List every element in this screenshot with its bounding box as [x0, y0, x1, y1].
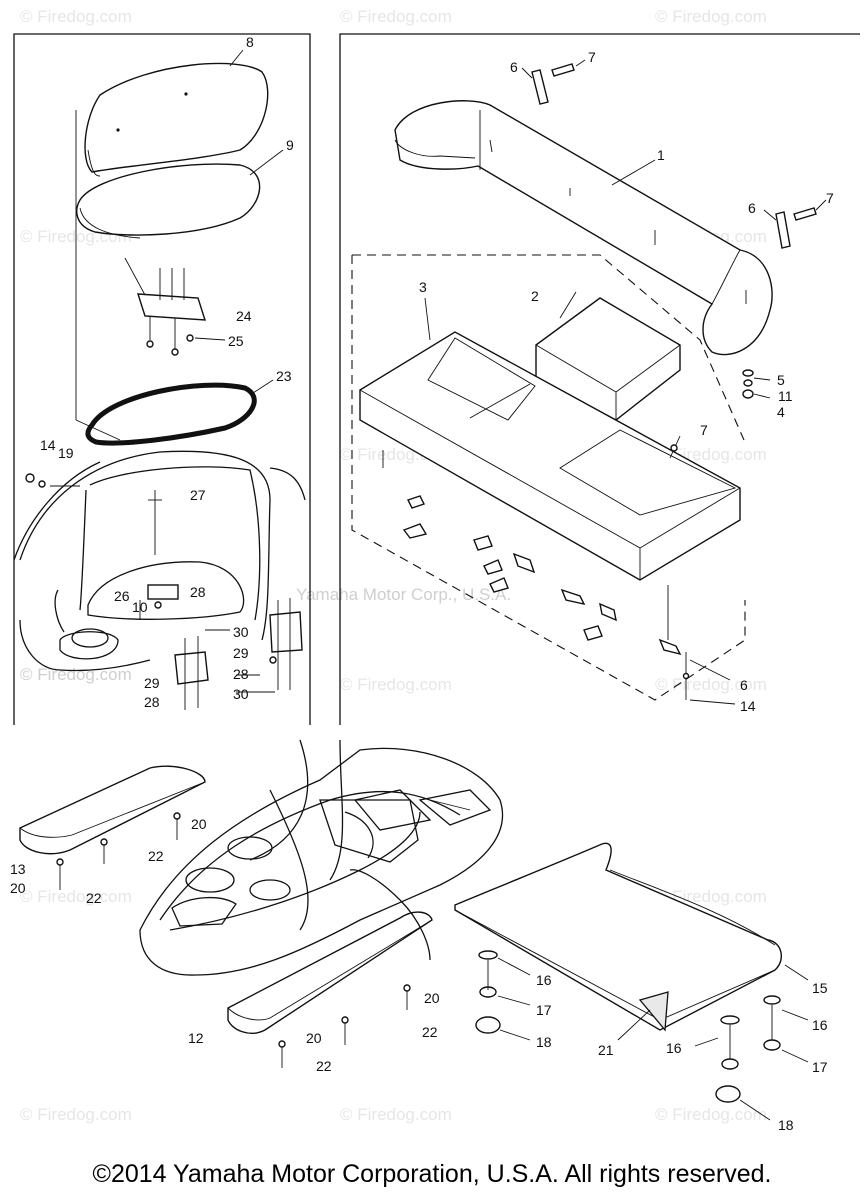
callout-14: 14 [740, 698, 756, 714]
watermark: © Firedog.com [340, 1105, 452, 1124]
center-mark: Yamaha Motor Corp., U.S.A. [296, 585, 511, 604]
watermark: © Firedog.com [655, 675, 767, 694]
callout-30: 30 [233, 686, 249, 702]
watermark: © Firedog.com [20, 7, 132, 26]
watermark: © Firedog.com [20, 887, 132, 906]
callout-13: 13 [10, 861, 26, 877]
watermark: © Firedog.com [655, 1105, 767, 1124]
callout-4: 4 [777, 404, 785, 420]
callout-17: 17 [536, 1002, 552, 1018]
panel-frame [13, 33, 311, 725]
clip-group [402, 495, 682, 656]
side-pad-part-12 [227, 911, 433, 1034]
callout-20: 20 [306, 1030, 322, 1046]
callout-21: 21 [598, 1042, 614, 1058]
watermark: © Firedog.com [20, 1105, 132, 1124]
panel-bottom [19, 739, 809, 1121]
callout-28: 28 [190, 584, 206, 600]
callout-2: 2 [531, 288, 539, 304]
callout-17: 17 [812, 1059, 828, 1075]
mat-part-15 [454, 842, 783, 1031]
callout-3: 3 [419, 279, 427, 295]
copyright-notice: ©2014 Yamaha Motor Corporation, U.S.A. A… [92, 1160, 772, 1188]
callout-29: 29 [233, 645, 249, 661]
callout-22: 22 [422, 1024, 438, 1040]
callout-6: 6 [748, 200, 756, 216]
watermark: © Firedog.com [340, 7, 452, 26]
callout-labels: 8 9 24 25 23 14 19 27 26 28 10 30 29 28 … [10, 34, 834, 1133]
backrest-part-8 [84, 62, 269, 173]
callout-16: 16 [536, 972, 552, 988]
callout-7: 7 [700, 422, 708, 438]
callout-22: 22 [148, 848, 164, 864]
callout-5: 5 [777, 372, 785, 388]
panel-frame [339, 33, 860, 725]
callout-25: 25 [228, 333, 244, 349]
callout-14: 14 [40, 437, 56, 453]
callout-20: 20 [191, 816, 207, 832]
callout-16: 16 [812, 1017, 828, 1033]
callout-23: 23 [276, 368, 292, 384]
callout-27: 27 [190, 487, 206, 503]
panel-top-left [13, 33, 311, 725]
callout-16: 16 [666, 1040, 682, 1056]
callout-12: 12 [188, 1030, 204, 1046]
callout-8: 8 [246, 34, 254, 50]
callout-20: 20 [10, 880, 26, 896]
seat-cushion-part-9 [76, 163, 261, 236]
callout-9: 9 [286, 137, 294, 153]
callout-10: 10 [132, 599, 148, 615]
watermark: © Firedog.com [655, 7, 767, 26]
callout-30: 30 [233, 624, 249, 640]
callout-26: 26 [114, 588, 130, 604]
watermark: © Firedog.com [20, 665, 132, 684]
callout-15: 15 [812, 980, 828, 996]
callout-20: 20 [424, 990, 440, 1006]
callout-22: 22 [316, 1058, 332, 1074]
callout-24: 24 [236, 308, 252, 324]
storage-compartment [19, 450, 271, 641]
side-pad-part-13 [19, 765, 206, 855]
callout-7: 7 [588, 49, 596, 65]
callout-19: 19 [58, 445, 74, 461]
panel-top-right [339, 33, 860, 725]
callout-28: 28 [144, 694, 160, 710]
callout-6: 6 [510, 59, 518, 75]
callout-28: 28 [233, 666, 249, 682]
callout-6: 6 [740, 677, 748, 693]
callout-18: 18 [778, 1117, 794, 1133]
gasket-part-23 [85, 382, 257, 446]
callout-18: 18 [536, 1034, 552, 1050]
callout-7: 7 [826, 190, 834, 206]
callout-29: 29 [144, 675, 160, 691]
callout-11: 11 [778, 388, 793, 404]
watermark: © Firedog.com [655, 887, 767, 906]
callout-1: 1 [657, 147, 665, 163]
callout-22: 22 [86, 890, 102, 906]
cushion-part-1 [394, 100, 773, 356]
watermark: © Firedog.com [340, 675, 452, 694]
hull-body [139, 747, 504, 976]
